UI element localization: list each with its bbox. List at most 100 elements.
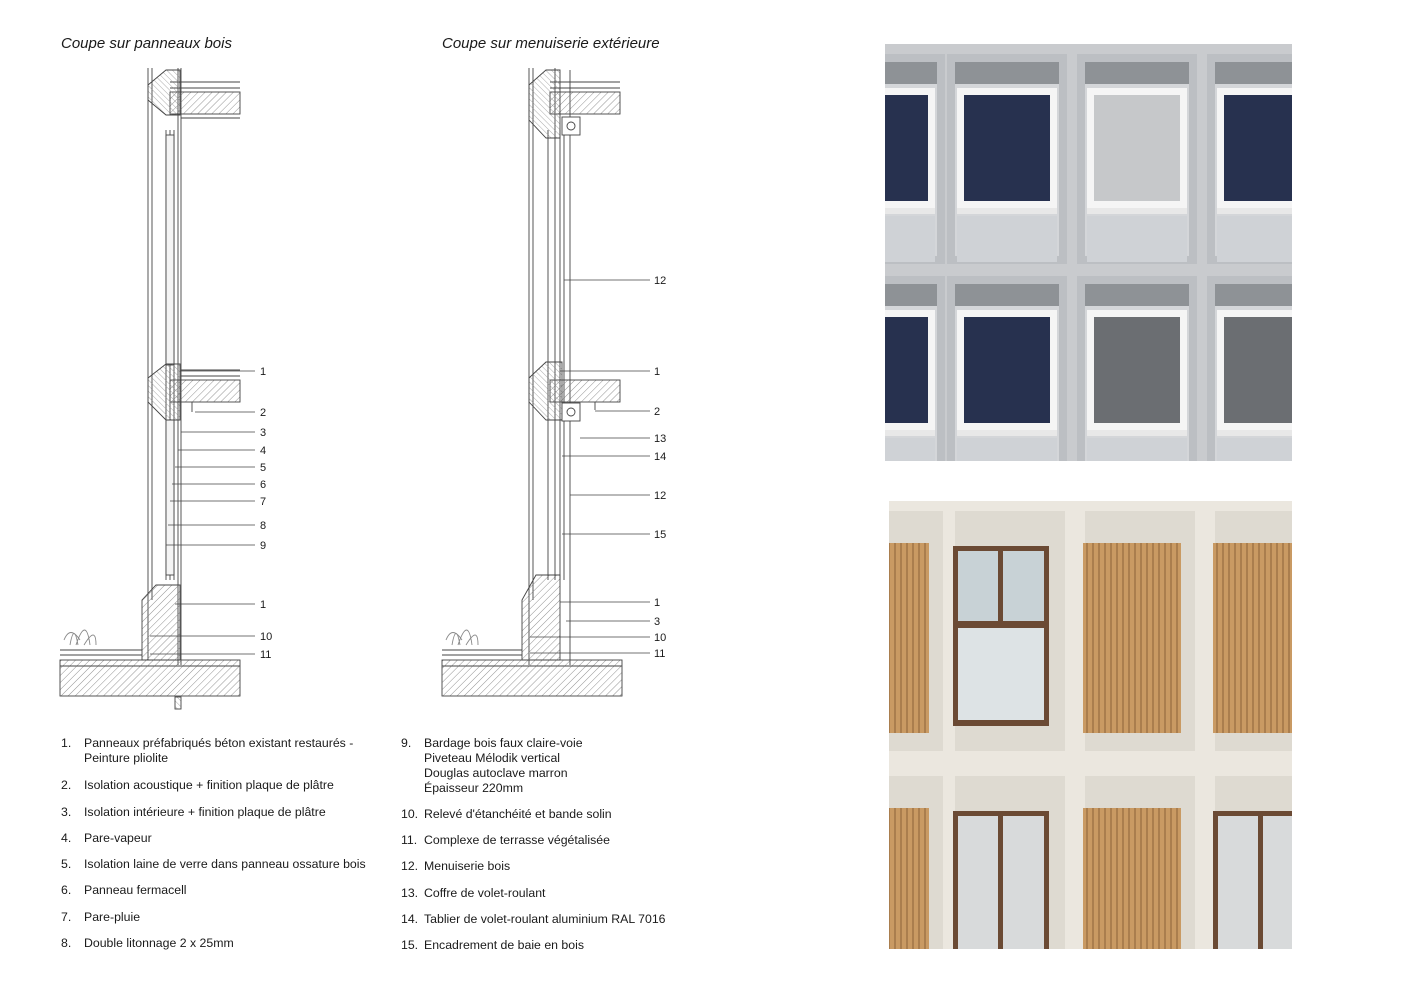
window-glass [958,551,998,621]
facade-lintel [1085,62,1189,84]
window-glass [958,628,1044,720]
facade-lintel [955,284,1059,306]
callouts-right: 12 1 2 13 14 12 15 1 3 10 11 [654,275,666,660]
legend-text: Encadrement de baie en bois [424,938,584,952]
callout-label: 11 [260,649,271,661]
callout-label: 1 [654,366,660,378]
legend-text: Isolation acoustique + finition plaque d… [84,778,334,792]
spandrel-panel [957,438,1057,461]
spandrel-panel [885,216,935,262]
legend-text: Complexe de terrasse végétalisée [424,833,610,847]
callout-label: 1 [260,599,266,611]
legend-text: Coffre de volet-roulant [424,886,546,900]
leader-lines-left [150,370,255,655]
window-sill [885,430,935,436]
callout-label: 2 [260,407,266,419]
spandrel-panel [957,216,1057,262]
leader-lines-right [530,279,650,654]
legend-text: Menuiserie bois [424,859,511,873]
window-sill [885,208,935,214]
legend-text: Isolation laine de verre dans panneau os… [84,857,366,871]
facade-lintel [885,284,937,306]
window-sill [1217,208,1292,214]
facade-lintel [1085,284,1189,306]
legend-text: Isolation intérieure + finition plaque d… [84,805,326,819]
window-glass [964,317,1050,423]
window-sill [1087,430,1187,436]
facade-renovated-illustration [889,501,1292,949]
spandrel-panel [1087,438,1187,461]
legend-num: 10. [401,807,419,821]
callout-label: 5 [260,462,266,474]
window-glass [1224,95,1292,201]
window-glass [1094,317,1180,423]
callout-label: 11 [654,648,665,660]
callout-label: 9 [260,540,266,552]
callout-label: 1 [654,597,660,609]
window-sill [957,430,1057,436]
callout-label: 3 [654,616,660,628]
window-sill [957,208,1057,214]
legend-text: Tablier de volet-roulant aluminium RAL 7… [424,912,666,926]
spandrel-panel [1217,216,1292,262]
callouts-left: 1 2 3 4 5 6 7 8 9 1 10 11 [260,366,272,661]
window-glass [885,317,928,423]
spandrel-panel [1087,216,1187,262]
callout-label: 3 [260,427,266,439]
legend-num: 14. [401,912,419,926]
legend-num: 9. [401,736,412,750]
legend-num: 7. [61,910,72,924]
wood-cladding [889,808,929,949]
legend-num: 15. [401,938,419,952]
window-glass [964,95,1050,201]
legend-text: Pare-vapeur [84,831,152,845]
legend-num: 5. [61,857,72,871]
callout-label: 15 [654,529,666,541]
section-title-window: Coupe sur menuiserie extérieure [442,35,660,52]
spandrel-panel [885,438,935,461]
window-glass [1003,551,1044,621]
legend-text: Double litonnage 2 x 25mm [84,936,234,950]
callout-label: 12 [654,275,666,287]
legend-num: 13. [401,886,419,900]
photo-renovated-facade [889,501,1292,949]
wood-cladding [1083,808,1181,949]
window-glass [958,816,998,949]
callout-label: 14 [654,451,666,463]
legend-text: Bardage bois faux claire-voie Piveteau M… [424,736,583,795]
window-glass [1224,317,1292,423]
section-title-wood-panels: Coupe sur panneaux bois [61,35,232,52]
legend-num: 1. [61,736,72,750]
callout-label: 7 [260,496,266,508]
legend-num: 8. [61,936,72,950]
facade-existing-illustration [885,44,1292,461]
callout-label: 10 [654,632,666,644]
facade-lintel [1215,62,1292,84]
window-sill [1217,430,1292,436]
legend-num: 11. [401,833,418,847]
wood-cladding [889,543,929,733]
spandrel-panel [1217,438,1292,461]
callout-label: 6 [260,479,266,491]
legend-num: 12. [401,859,419,873]
section-right-drawing [441,68,623,697]
legend-num: 2. [61,778,72,792]
facade-lintel [885,62,937,84]
window-glass [1218,816,1258,949]
legend-text: Relevé d'étanchéité et bande solin [424,807,612,821]
callout-label: 10 [260,631,272,643]
callout-label: 2 [654,406,660,418]
callout-label: 12 [654,490,666,502]
legend-num: 3. [61,805,72,819]
legend-num: 6. [61,883,72,897]
callout-label: 1 [260,366,266,378]
window-glass [1094,95,1180,201]
legend-text: Panneaux préfabriqués béton existant res… [84,736,354,765]
wood-cladding [1083,543,1181,733]
callout-label: 13 [654,433,666,445]
facade-lintel [955,62,1059,84]
legend-num: 4. [61,831,72,845]
photo-existing-facade [885,44,1292,461]
legend-text: Panneau fermacell [84,883,187,897]
callout-label: 4 [260,445,266,457]
